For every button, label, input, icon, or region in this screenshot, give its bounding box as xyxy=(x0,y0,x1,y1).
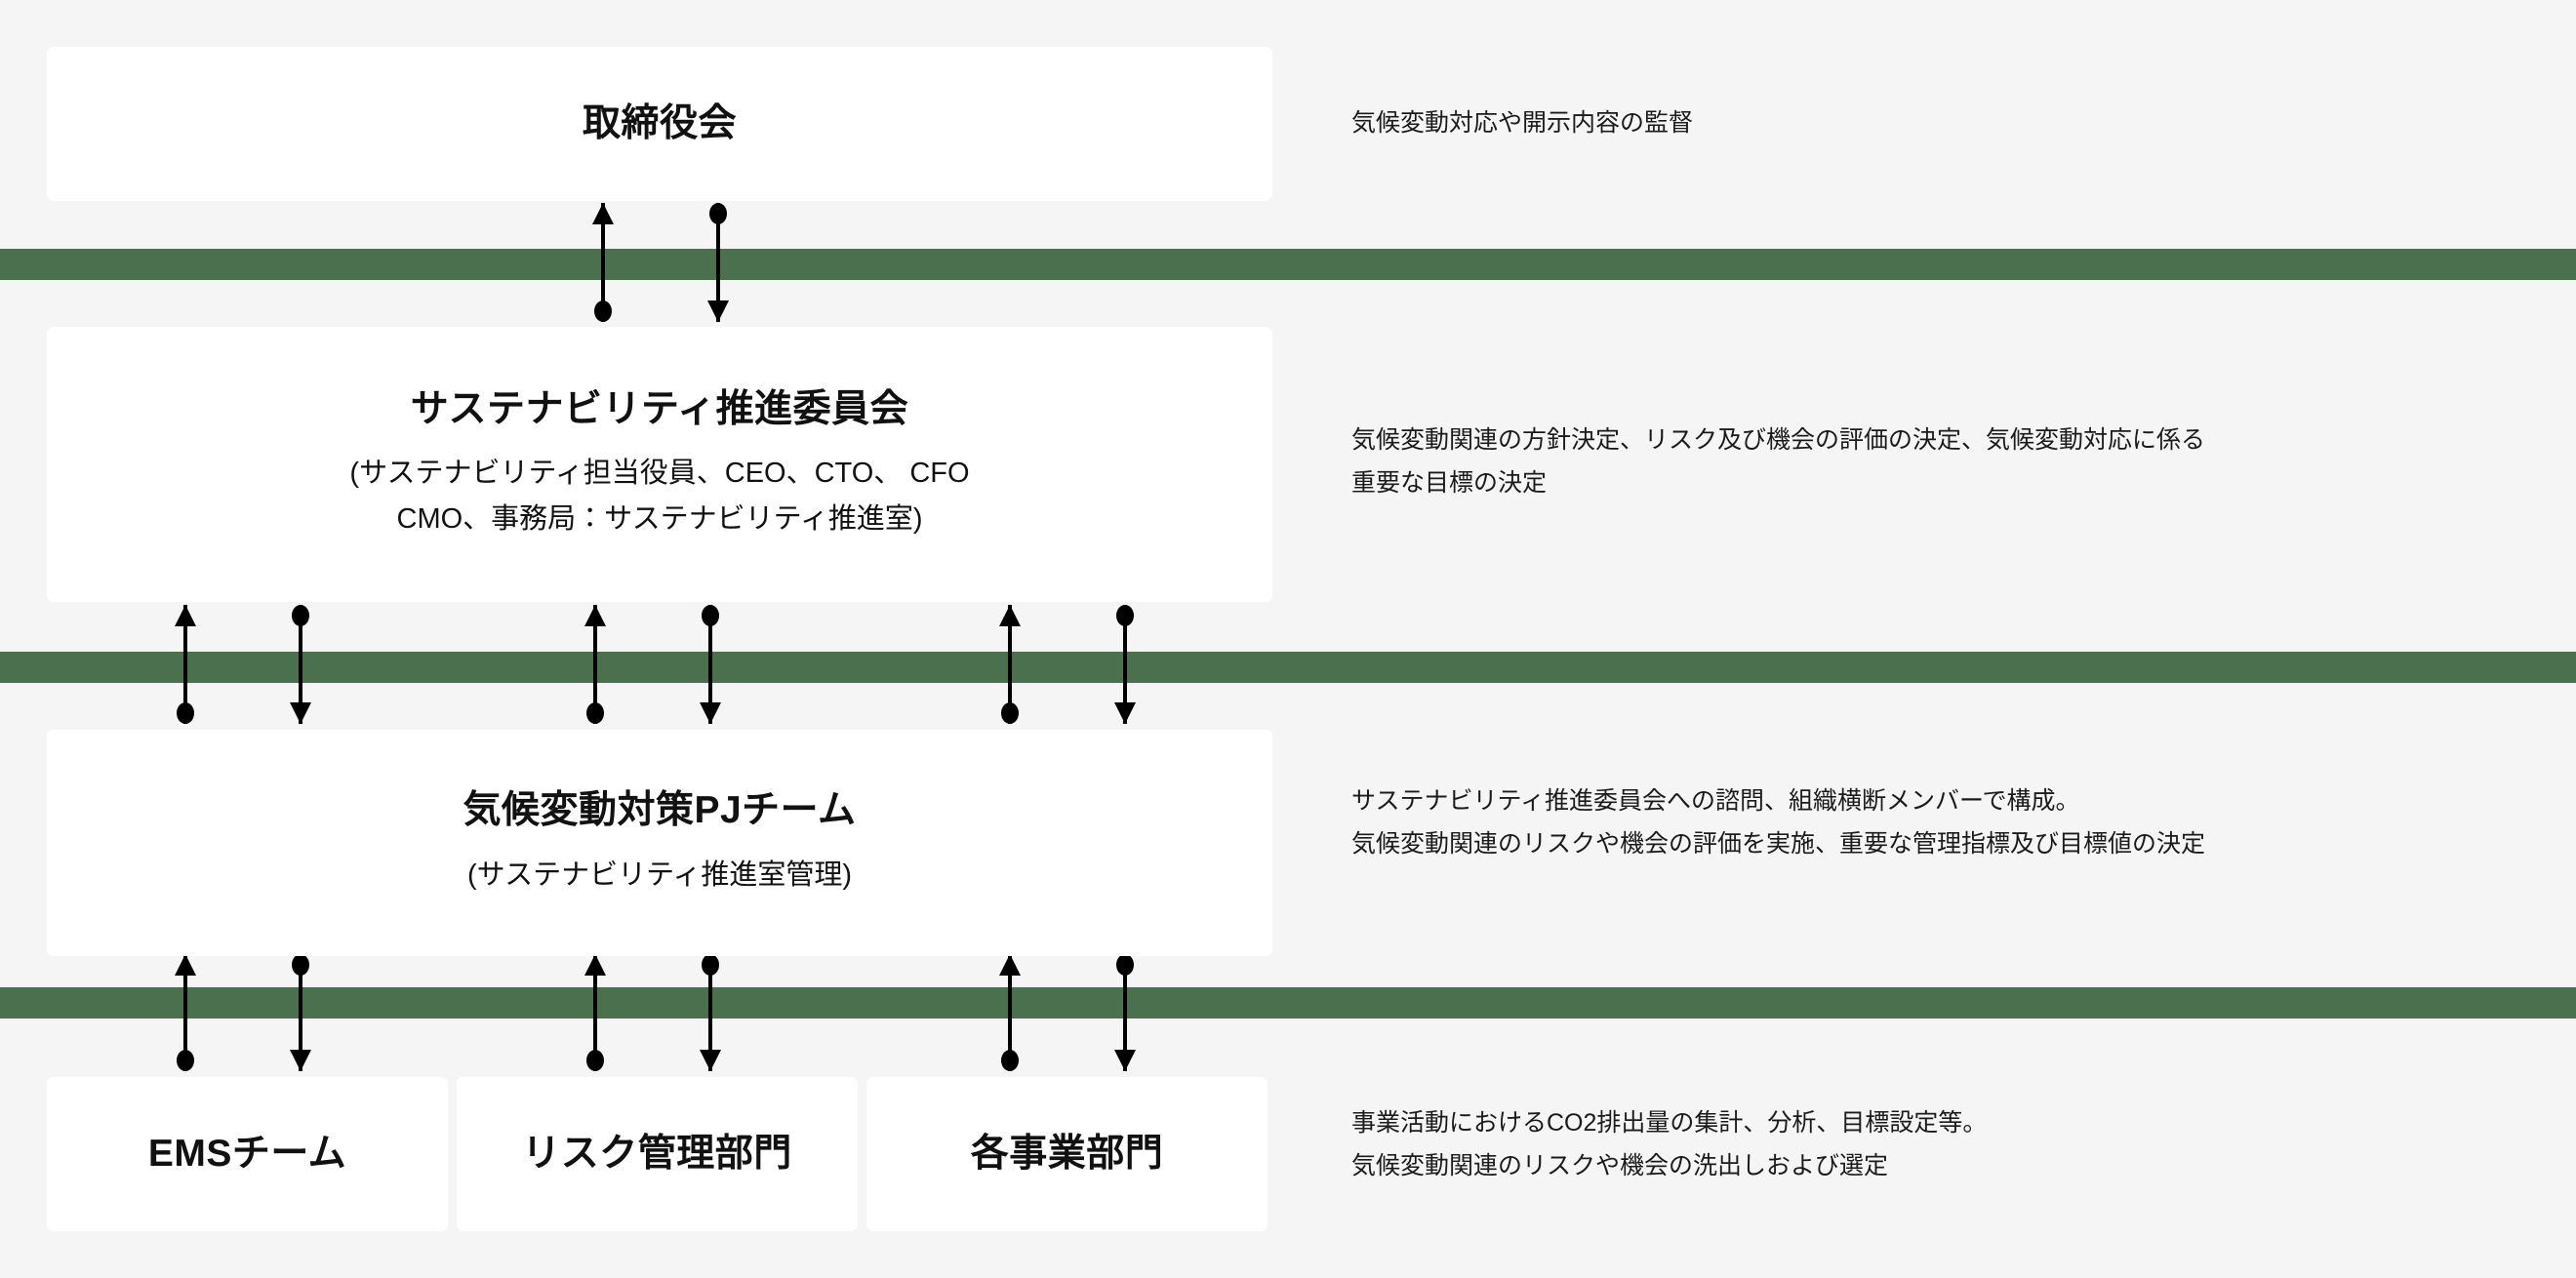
connector-line xyxy=(1123,954,1127,1071)
connector-pj-to-ems-up xyxy=(175,954,196,1071)
node-title: EMSチーム xyxy=(147,1132,347,1175)
connector-line xyxy=(593,605,597,724)
arrowhead-down-icon xyxy=(290,702,311,724)
green-divider-band-2 xyxy=(0,652,2576,683)
arrowhead-down-icon xyxy=(707,300,729,322)
connector-pj-to-biz-up xyxy=(999,954,1021,1071)
description-line: 気候変動関連のリスクや機会の洗出しおよび選定 xyxy=(1351,1151,1889,1179)
node-subtitle-line: (サステナビリティ担当役員、CEO、CTO、 CFO xyxy=(349,458,970,490)
connector-dot-icon xyxy=(177,702,194,724)
connector-line xyxy=(593,954,597,1071)
connector-dot-icon xyxy=(702,605,719,626)
node-subtitle: (サステナビリティ担当役員、CEO、CTO、 CFO CMO、事務局：サステナビ… xyxy=(349,451,969,542)
green-divider-band-3 xyxy=(0,987,2576,1018)
connector-line xyxy=(299,605,302,724)
connector-pj-to-ems-down xyxy=(290,954,311,1071)
connector-line xyxy=(1008,605,1012,724)
connector-pj-to-risk-up xyxy=(584,954,606,1071)
connector-dot-icon xyxy=(709,203,727,224)
description-departments: 事業活動におけるCO2排出量の集計、分析、目標設定等。 気候変動関連のリスクや機… xyxy=(1351,1102,2552,1188)
description-line: 気候変動関連の方針決定、リスク及び機会の評価の決定、気候変動対応に係る xyxy=(1351,426,2206,454)
connector-dot-icon xyxy=(594,300,612,322)
node-title: 各事業部門 xyxy=(970,1132,1164,1175)
arrowhead-up-icon xyxy=(175,605,196,626)
arrowhead-down-icon xyxy=(290,1050,311,1071)
description-climate-pj-team: サステナビリティ推進委員会への諮問、組織横断メンバーで構成。 気候変動関連のリス… xyxy=(1351,780,2552,866)
arrowhead-down-icon xyxy=(1114,702,1136,724)
connector-board-to-committee-down xyxy=(707,203,729,322)
connector-line xyxy=(183,605,187,724)
arrowhead-up-icon xyxy=(584,954,606,976)
connector-committee-to-pj-up-3 xyxy=(999,605,1021,724)
node-climate-pj-team: 気候変動対策PJチーム (サステナビリティ推進室管理) xyxy=(47,730,1272,956)
node-risk-management-department: リスク管理部門 xyxy=(457,1077,858,1231)
description-line: 重要な目標の決定 xyxy=(1351,468,1548,497)
node-business-departments: 各事業部門 xyxy=(866,1077,1268,1231)
connector-dot-icon xyxy=(1116,605,1134,626)
connector-dot-icon xyxy=(1001,702,1019,724)
description-line: 気候変動関連のリスクや機会の評価を実施、重要な管理指標及び目標値の決定 xyxy=(1351,829,2206,858)
node-sustainability-committee: サステナビリティ推進委員会 (サステナビリティ担当役員、CEO、CTO、 CFO… xyxy=(47,327,1272,602)
connector-committee-to-pj-down-1 xyxy=(290,605,311,724)
connector-pj-to-biz-down xyxy=(1114,954,1136,1071)
description-line: 事業活動におけるCO2排出量の集計、分析、目標設定等。 xyxy=(1351,1109,1988,1137)
arrowhead-up-icon xyxy=(999,954,1021,976)
node-subtitle-line: (サステナビリティ推進室管理) xyxy=(467,859,852,891)
connector-dot-icon xyxy=(292,954,309,976)
node-title: 気候変動対策PJチーム xyxy=(463,789,857,832)
connector-dot-icon xyxy=(586,702,604,724)
connector-line xyxy=(1008,954,1012,1071)
connector-dot-icon xyxy=(292,605,309,626)
connector-line xyxy=(183,954,187,1071)
connector-line xyxy=(708,954,712,1071)
description-line: 気候変動対応や開示内容の監督 xyxy=(1351,109,1694,137)
connector-dot-icon xyxy=(702,954,719,976)
connector-line xyxy=(708,605,712,724)
connector-line xyxy=(716,203,720,322)
node-subtitle: (サステナビリティ推進室管理) xyxy=(467,853,852,899)
green-divider-band-1 xyxy=(0,249,2576,280)
connector-committee-to-pj-down-2 xyxy=(700,605,721,724)
connector-committee-to-pj-down-3 xyxy=(1114,605,1136,724)
arrowhead-up-icon xyxy=(584,605,606,626)
connector-line xyxy=(299,954,302,1071)
connector-dot-icon xyxy=(177,1050,194,1071)
connector-pj-to-risk-down xyxy=(700,954,721,1071)
description-line: サステナビリティ推進委員会への諮問、組織横断メンバーで構成。 xyxy=(1351,787,2080,815)
arrowhead-down-icon xyxy=(1114,1050,1136,1071)
connector-line xyxy=(1123,605,1127,724)
arrowhead-down-icon xyxy=(700,702,721,724)
node-subtitle-line: CMO、事務局：サステナビリティ推進室) xyxy=(396,503,923,536)
description-board-of-directors: 気候変動対応や開示内容の監督 xyxy=(1351,102,2552,145)
arrowhead-up-icon xyxy=(999,605,1021,626)
connector-dot-icon xyxy=(1116,954,1134,976)
connector-line xyxy=(601,203,605,322)
connector-board-to-committee-up xyxy=(592,203,614,322)
connector-committee-to-pj-up-1 xyxy=(175,605,196,724)
arrowhead-up-icon xyxy=(592,203,614,224)
node-title: リスク管理部門 xyxy=(522,1132,792,1175)
connector-dot-icon xyxy=(586,1050,604,1071)
arrowhead-up-icon xyxy=(175,954,196,976)
node-title: サステナビリティ推進委員会 xyxy=(410,387,909,430)
connector-committee-to-pj-up-2 xyxy=(584,605,606,724)
node-ems-team: EMSチーム xyxy=(47,1077,448,1231)
connector-dot-icon xyxy=(1001,1050,1019,1071)
arrowhead-down-icon xyxy=(700,1050,721,1071)
node-board-of-directors: 取締役会 xyxy=(47,47,1272,201)
description-sustainability-committee: 気候変動関連の方針決定、リスク及び機会の評価の決定、気候変動対応に係る 重要な目… xyxy=(1351,419,2552,505)
node-title: 取締役会 xyxy=(582,101,737,144)
